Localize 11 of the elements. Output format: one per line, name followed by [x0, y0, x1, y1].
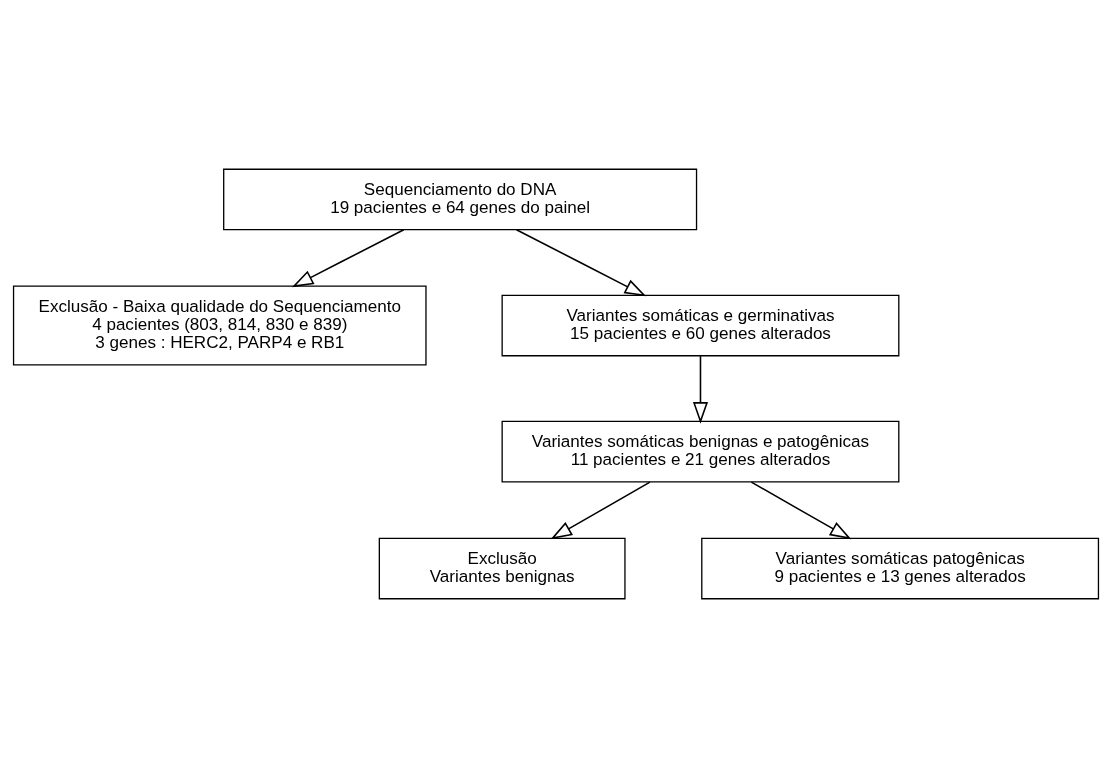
- arrow: [515, 228, 647, 296]
- node-box: Exclusão - Baixa qualidade do Sequenciamento 4 pacientes (803, 814, 830 e 839) 3 genes : HERC2, PARP4 e RB1: [12, 285, 427, 366]
- node-box: Variantes somáticas benignas e patogênicas 11 pacientes e 21 genes alterados: [501, 420, 900, 482]
- arrow: [291, 228, 405, 287]
- arrow: [750, 480, 852, 539]
- node-box: Variantes somáticas e germinativas 15 pacientes e 60 genes alterados: [501, 294, 900, 356]
- node-box: Exclusão Variantes benignas: [378, 537, 626, 599]
- node-box: Sequenciamento do DNA 19 pacientes e 64 genes do painel: [223, 168, 698, 230]
- arrow: [550, 480, 651, 539]
- arrow: [692, 354, 709, 424]
- node-box: Variantes somáticas patogênicas 9 pacientes e 13 genes alterados: [701, 537, 1100, 599]
